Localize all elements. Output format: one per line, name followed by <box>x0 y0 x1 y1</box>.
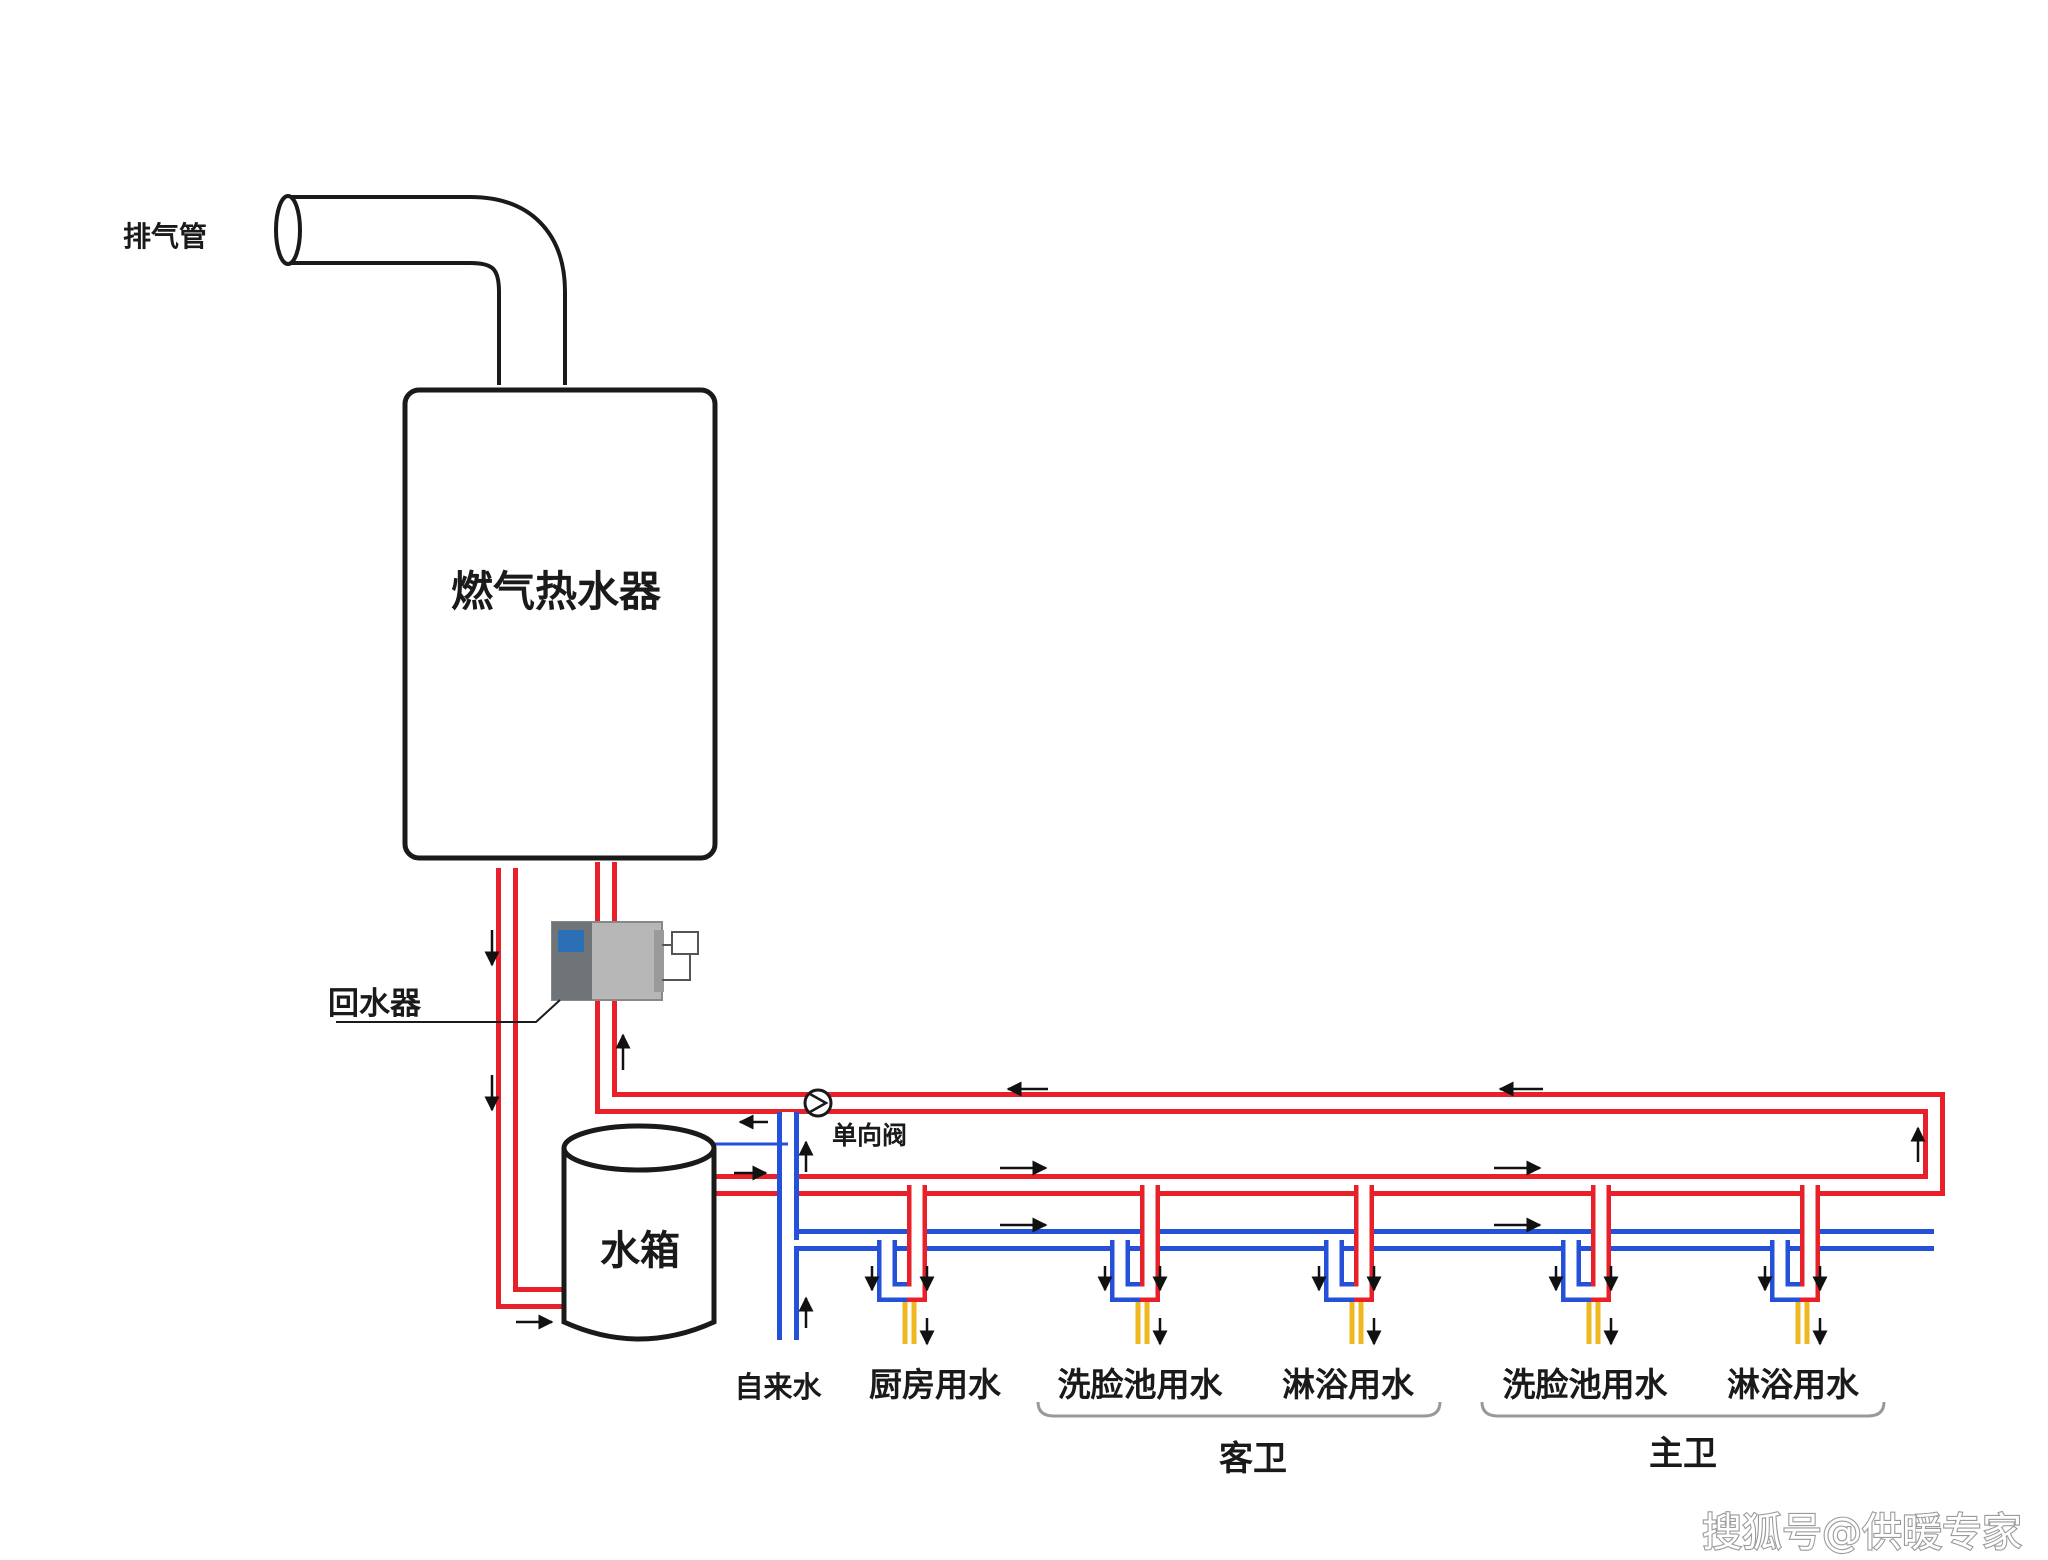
master-bath-label: 主卫 <box>1649 1434 1717 1474</box>
gas-water-heater <box>402 387 718 861</box>
hot-water-pipes <box>496 862 1945 1309</box>
master-basin-label: 洗脸池用水 <box>1503 1365 1669 1404</box>
fixture-branch-4 <box>1561 1185 1611 1344</box>
return-device-label: 回水器 <box>328 986 422 1022</box>
heater-label: 燃气热水器 <box>451 567 662 616</box>
flow-arrows <box>484 930 1926 1346</box>
guest-bath-label: 客卫 <box>1219 1439 1287 1479</box>
guest-shower-label: 淋浴用水 <box>1282 1365 1415 1404</box>
check-valve-label: 单向阀 <box>832 1121 907 1150</box>
guest-basin-label: 洗脸池用水 <box>1058 1365 1224 1404</box>
check-valve-symbol <box>803 1088 833 1118</box>
fixture-branch-3 <box>1324 1185 1374 1344</box>
tank-label: 水箱 <box>600 1228 680 1274</box>
fixture-branch-2 <box>1110 1185 1160 1344</box>
water-tank <box>561 1123 717 1342</box>
kitchen-label: 厨房用水 <box>869 1365 1002 1404</box>
fixture-branch-5 <box>1770 1185 1820 1344</box>
exhaust-pipe-label: 排气管 <box>123 220 207 253</box>
master-bath-bracket <box>1480 1401 1886 1418</box>
fixture-branch-1 <box>877 1185 927 1344</box>
tap-water-label: 自来水 <box>734 1370 822 1404</box>
guest-bath-bracket <box>1036 1401 1442 1418</box>
exhaust-pipe <box>274 194 567 388</box>
fixture-branches <box>877 1185 1820 1344</box>
return-water-device <box>336 921 699 1023</box>
cold-water-pipes <box>714 1112 1934 1340</box>
watermark: 搜狐号@供暖专家 <box>1702 1510 2022 1556</box>
master-shower-label: 淋浴用水 <box>1727 1365 1860 1404</box>
